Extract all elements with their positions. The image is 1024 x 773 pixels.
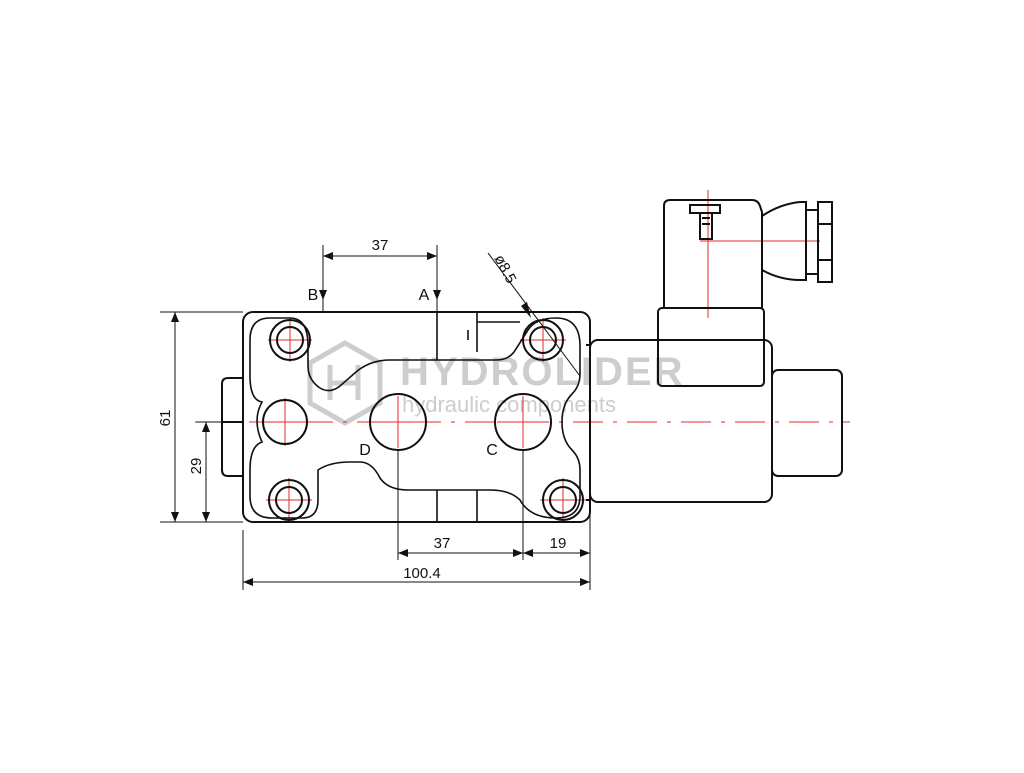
dim-height: 61 [157, 410, 174, 427]
watermark-brand: HYDROLIDER [400, 350, 684, 394]
dim-top-spacing: 37 [372, 237, 389, 254]
centerlines [195, 190, 850, 522]
watermark-tagline: hydraulic components [402, 392, 616, 417]
watermark: HYDROLIDER hydraulic components [307, 340, 684, 426]
dim-bottom-spacing: 37 [434, 535, 451, 552]
watermark-logo-icon [307, 340, 383, 426]
port-label-a: A [419, 287, 430, 304]
port-label-c: C [486, 442, 498, 459]
arrowheads [171, 252, 590, 586]
port-label-d: D [359, 442, 371, 459]
port-slots [436, 312, 520, 522]
dim-right-offset: 19 [550, 535, 567, 552]
dim-overall-length: 100.4 [403, 565, 441, 582]
dim-hole-diameter: ø8.5 [490, 252, 519, 286]
solenoid [589, 199, 843, 503]
dim-center-height: 29 [188, 458, 205, 475]
mounting-holes [268, 319, 584, 521]
dimension-lines [160, 245, 591, 590]
port-label-b: B [308, 287, 319, 304]
inner-contour [249, 317, 581, 519]
